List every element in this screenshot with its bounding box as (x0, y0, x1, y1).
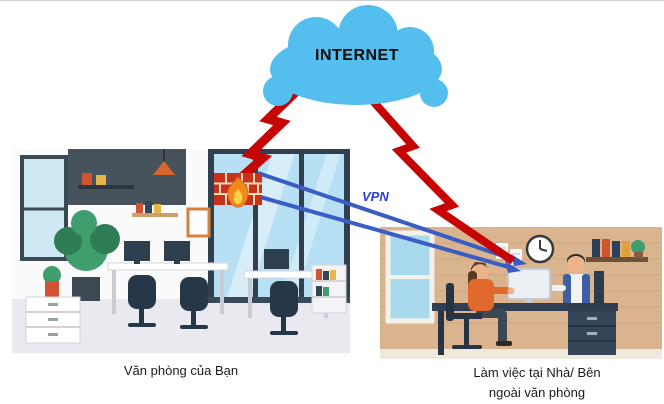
person-left (446, 262, 515, 349)
remote-caption: Làm việc tại Nhà/ Bên ngoài văn phòng (437, 363, 637, 402)
office-bookshelf (311, 264, 347, 314)
home-window (385, 230, 435, 324)
wall-clock-icon (525, 234, 555, 264)
home-floor (380, 349, 662, 359)
office-illustration (12, 149, 350, 353)
remote-caption-line1: Làm việc tại Nhà/ Bên (473, 365, 601, 380)
internet-cloud-icon (263, 5, 448, 107)
office-wall-art (132, 201, 211, 238)
vpn-label: VPN (362, 189, 389, 204)
office-loft-wall (68, 149, 186, 205)
office-plant-icon (54, 210, 120, 301)
office-chairs (128, 275, 298, 335)
home-desk (432, 303, 618, 355)
office-caption: Văn phòng của Bạn (123, 363, 239, 378)
office-left-window (20, 155, 68, 261)
person-right (545, 254, 604, 307)
flame-icon (227, 176, 249, 208)
firewall-icon (214, 173, 262, 208)
pendant-lamp-icon (153, 149, 175, 175)
remote-caption-line2: ngoài văn phòng (488, 384, 586, 400)
internet-label: INTERNET (315, 47, 399, 64)
remote-work-illustration (380, 227, 662, 359)
desk-monitor-icon (507, 268, 551, 303)
office-drawer-unit (25, 266, 81, 344)
wall-shelf (586, 239, 648, 262)
